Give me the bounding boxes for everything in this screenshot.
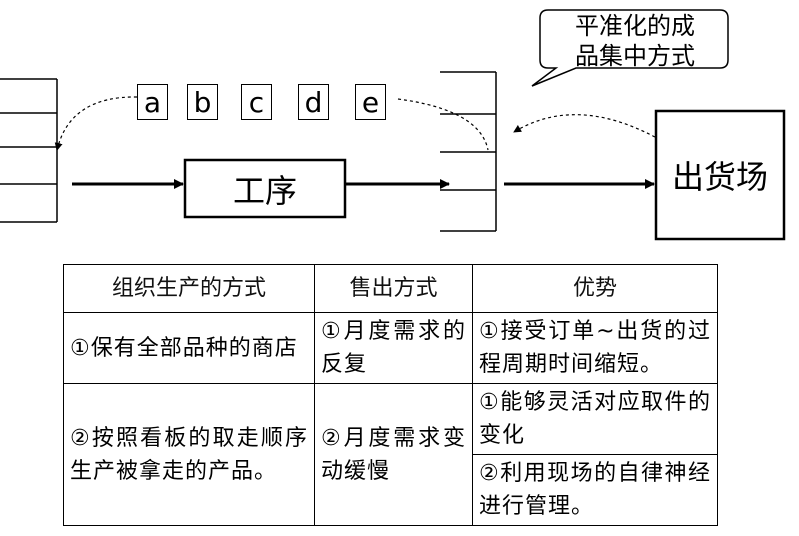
process-box xyxy=(183,158,347,219)
header-production-method: 组织生产的方式 xyxy=(63,264,315,313)
header-sales-method: 售出方式 xyxy=(314,264,473,313)
process-label: 工序 xyxy=(232,172,297,210)
shipping-area-box xyxy=(654,109,786,241)
header-advantage: 优势 xyxy=(472,264,718,313)
cell-advantage-2a: ①能够灵活对应取件的变化 xyxy=(472,383,718,455)
callout-text: 平准化的成 品集中方式 xyxy=(545,11,725,71)
cell-sales-2: ②月度需求变动缓慢 xyxy=(314,383,473,526)
dashed-kanban-arrow-left xyxy=(54,96,138,151)
table-row: ②按照看板的取走顺序生产被拿走的产品。 ②月度需求变动缓慢 ①能够灵活对应取件的… xyxy=(63,383,718,526)
cell-advantage-1: ①接受订单~出货的过程周期时间缩短。 xyxy=(472,312,718,384)
cell-method-2: ②按照看板的取走顺序生产被拿走的产品。 xyxy=(63,383,315,526)
dashed-kanban-line-right xyxy=(397,98,489,151)
flow-diagram xyxy=(0,9,786,241)
table-row: ①保有全部品种的商店 ①月度需求的反复 ①接受订单~出货的过程周期时间缩短。 xyxy=(63,312,718,384)
comparison-table: 组织生产的方式 售出方式 优势 ①保有全部品种的商店 ①月度需求的反复 ①接受订… xyxy=(63,264,718,526)
table-header-row: 组织生产的方式 售出方式 优势 xyxy=(63,264,718,313)
kanban-card-d: d xyxy=(298,84,329,120)
shipping-label: 出货场 xyxy=(671,158,768,196)
table-row: ②利用现场的自律神经进行管理。 xyxy=(64,454,718,526)
kanban-card-b: b xyxy=(187,84,218,120)
callout-line-2: 品集中方式 xyxy=(575,42,695,70)
kanban-card-e: e xyxy=(355,84,386,120)
cell-method-1: ①保有全部品种的商店 xyxy=(63,312,315,384)
kanban-card-c: c xyxy=(241,84,272,120)
callout-line-1: 平准化的成 xyxy=(575,12,695,40)
cell-sales-1: ①月度需求的反复 xyxy=(314,312,473,384)
right-store-shelf xyxy=(440,71,497,232)
dashed-withdrawal-arrow xyxy=(513,114,656,138)
callout-bubble xyxy=(531,9,729,87)
left-store-shelf xyxy=(0,78,58,223)
cell-advantage-2b: ②利用现场的自律神经进行管理。 xyxy=(472,454,718,526)
kanban-card-a: a xyxy=(137,84,168,120)
